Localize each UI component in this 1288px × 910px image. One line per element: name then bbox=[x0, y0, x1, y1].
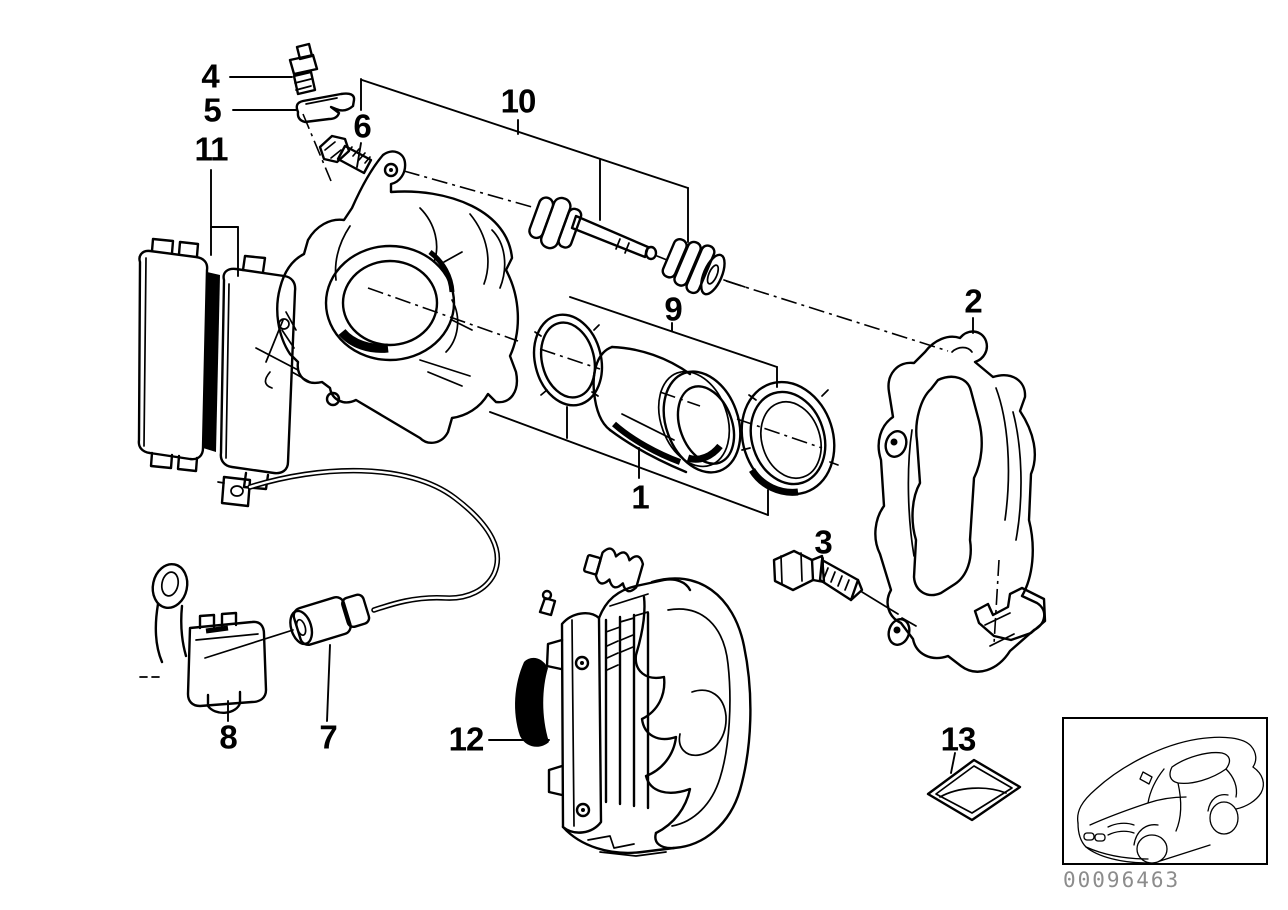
callout-10[interactable]: 10 bbox=[500, 82, 537, 120]
cable-holder-drawing bbox=[140, 561, 266, 713]
guide-pin-set-drawing bbox=[526, 191, 745, 301]
piston-drawing bbox=[594, 347, 754, 483]
callout-5[interactable]: 5 bbox=[203, 91, 221, 129]
callout-7[interactable]: 7 bbox=[319, 718, 337, 756]
sensor-plug-drawing bbox=[205, 589, 372, 658]
caliper-housing-drawing bbox=[277, 152, 518, 443]
callout-3[interactable]: 3 bbox=[814, 523, 832, 561]
callout-12[interactable]: 12 bbox=[448, 720, 485, 758]
callout-6[interactable]: 6 bbox=[353, 107, 371, 145]
vehicle-outline-icon bbox=[1064, 719, 1266, 863]
vehicle-thumbnail bbox=[1062, 717, 1268, 865]
caliper-carrier-drawing bbox=[875, 332, 1045, 672]
brake-caliper-assembled-drawing bbox=[515, 543, 750, 856]
hex-bolt-drawing bbox=[774, 551, 916, 626]
center-axis-lines bbox=[303, 114, 999, 644]
brake-pads-drawing bbox=[139, 239, 310, 489]
callout-13[interactable]: 13 bbox=[940, 720, 977, 758]
sensor-cable-drawing bbox=[218, 471, 497, 610]
leader-lines bbox=[211, 77, 973, 773]
callout-8[interactable]: 8 bbox=[219, 718, 237, 756]
image-number: 00096463 bbox=[1063, 868, 1181, 892]
bleeder-valve-drawing bbox=[290, 44, 317, 94]
grease-pack-drawing bbox=[928, 760, 1020, 820]
bleeder-cap-drawing bbox=[297, 94, 354, 122]
oring-drawing bbox=[525, 307, 611, 412]
dust-seal-drawing bbox=[728, 370, 849, 506]
guide-screw-drawing bbox=[320, 136, 371, 173]
callout-4[interactable]: 4 bbox=[201, 57, 219, 95]
callout-2[interactable]: 2 bbox=[964, 282, 982, 320]
callout-1[interactable]: 1 bbox=[631, 478, 649, 516]
callout-11[interactable]: 11 bbox=[194, 130, 229, 168]
callout-9[interactable]: 9 bbox=[664, 290, 682, 328]
